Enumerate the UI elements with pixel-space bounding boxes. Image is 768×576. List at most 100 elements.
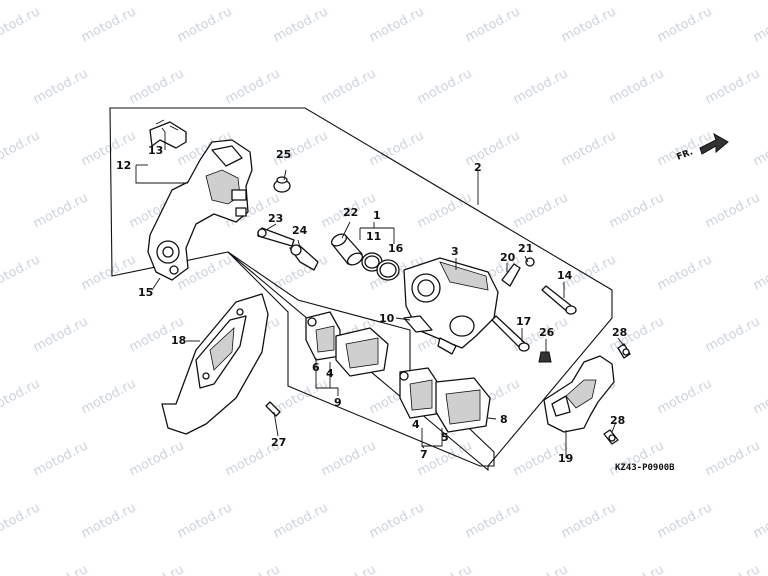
callout-1: 1 [373, 209, 381, 222]
pin-bolt-24 [289, 244, 319, 271]
watermark-text: motod.ru [703, 66, 763, 107]
watermark-text: motod.ru [271, 4, 331, 45]
watermark-text: motod.ru [415, 66, 475, 107]
callout-11: 11 [366, 230, 381, 243]
watermark-text: motod.ru [0, 500, 43, 541]
caliper-guard [543, 355, 615, 433]
watermark-text: motod.ru [703, 314, 763, 355]
watermark-text: motod.ru [463, 4, 523, 45]
watermark-text: motod.ru [223, 66, 283, 107]
watermark-text: motod.ru [31, 190, 91, 231]
callout-28-lower: 28 [610, 414, 625, 427]
watermark-text: motod.ru [0, 252, 43, 293]
callout-26: 26 [539, 326, 555, 339]
watermark-text: motod.ru [367, 500, 427, 541]
watermark-text: motod.ru [31, 562, 91, 576]
watermark-text: motod.ru [559, 128, 619, 169]
watermark-text: motod.ru [0, 376, 43, 417]
watermark-text: motod.ru [367, 4, 427, 45]
watermark-text: motod.ru [175, 4, 235, 45]
watermark-text: motod.ru [655, 376, 715, 417]
pad-spring [149, 119, 187, 149]
guard-screw-lower [603, 429, 619, 445]
callout-8: 8 [500, 413, 508, 426]
watermark-text: motod.ru [559, 500, 619, 541]
leader-lines [135, 127, 625, 458]
callout-6: 6 [312, 361, 320, 374]
watermark-text: motod.ru [463, 500, 523, 541]
watermark-text: motod.ru [463, 128, 523, 169]
watermark-text: motod.ru [79, 4, 139, 45]
callout-18: 18 [171, 334, 186, 347]
caliper-piston [330, 233, 364, 266]
guard-screw-upper [617, 343, 631, 359]
watermark-text: motod.ru [127, 562, 187, 576]
watermark-text: motod.ru [319, 562, 379, 576]
watermark-text: motod.ru [319, 66, 379, 107]
watermark-text: motod.ru [127, 66, 187, 107]
watermark-text: motod.ru [607, 66, 667, 107]
callout-20: 20 [500, 251, 516, 264]
callout-22: 22 [343, 206, 358, 219]
pad-pin [491, 315, 530, 352]
callout-2: 2 [474, 161, 482, 174]
watermark-text: motod.ru [511, 190, 571, 231]
watermark-text: motod.ru [607, 438, 667, 479]
watermark-text: motod.ru [271, 500, 331, 541]
watermark-text: motod.ru [511, 66, 571, 107]
watermark-text: motod.ru [175, 500, 235, 541]
watermark-text: motod.ru [511, 562, 571, 576]
pin-bolt-23 [257, 227, 295, 247]
callout-16: 16 [388, 242, 404, 255]
pin-boot [273, 176, 291, 193]
watermark-text: motod.ru [415, 562, 475, 576]
watermark-text: motod.ru [31, 314, 91, 355]
watermark-text: motod.ru [607, 190, 667, 231]
caliper-bracket [147, 139, 253, 281]
watermark-text: motod.ru [367, 128, 427, 169]
watermark-text: motod.ru [751, 128, 768, 169]
pad-set-outline [227, 251, 495, 467]
watermark-text: motod.ru [319, 438, 379, 479]
watermark-text: motod.ru [79, 500, 139, 541]
callout-4-lower: 4 [412, 418, 420, 431]
callout-labels: 1 2 3 4 5 6 7 8 9 10 11 12 13 14 15 16 1… [116, 144, 627, 465]
callout-21: 21 [518, 242, 533, 255]
brake-pad-set-lower [399, 367, 491, 433]
callout-14: 14 [557, 269, 573, 282]
watermark-text: motod.ru [751, 376, 768, 417]
pin-plug [538, 351, 552, 363]
callout-15: 15 [138, 286, 153, 299]
watermark-text: motod.ru [0, 128, 43, 169]
callout-17: 17 [516, 315, 531, 328]
watermark-text: motod.ru [607, 562, 667, 576]
callout-27: 27 [271, 436, 286, 449]
watermark-text: motod.ru [655, 252, 715, 293]
disc-cover [161, 293, 269, 435]
callout-13: 13 [148, 144, 163, 157]
watermark-text: motod.ru [559, 4, 619, 45]
watermark-text: motod.ru [751, 500, 768, 541]
callout-28: 28 [612, 326, 627, 339]
piston-seals [361, 252, 400, 281]
callout-10: 10 [379, 312, 395, 325]
watermark-text: motod.ru [751, 4, 768, 45]
brake-pad-set-upper [305, 311, 389, 377]
pad-retainer-clip [403, 315, 433, 333]
watermark-text: motod.ru [655, 4, 715, 45]
callout-12: 12 [116, 159, 131, 172]
watermark-text: motod.ru [655, 500, 715, 541]
watermark-text: motod.ru [703, 438, 763, 479]
watermark-text: motod.ru [79, 376, 139, 417]
callout-23: 23 [268, 212, 283, 225]
watermark-text: motod.ru [0, 4, 43, 45]
watermark-text: motod.ru [703, 190, 763, 231]
watermark-text: motod.ru [31, 66, 91, 107]
callout-4: 4 [326, 367, 334, 380]
callout-5: 5 [441, 431, 449, 444]
diagram-reference-code: KZ43-P0900B [615, 463, 675, 473]
caliper-bolt [541, 285, 577, 315]
